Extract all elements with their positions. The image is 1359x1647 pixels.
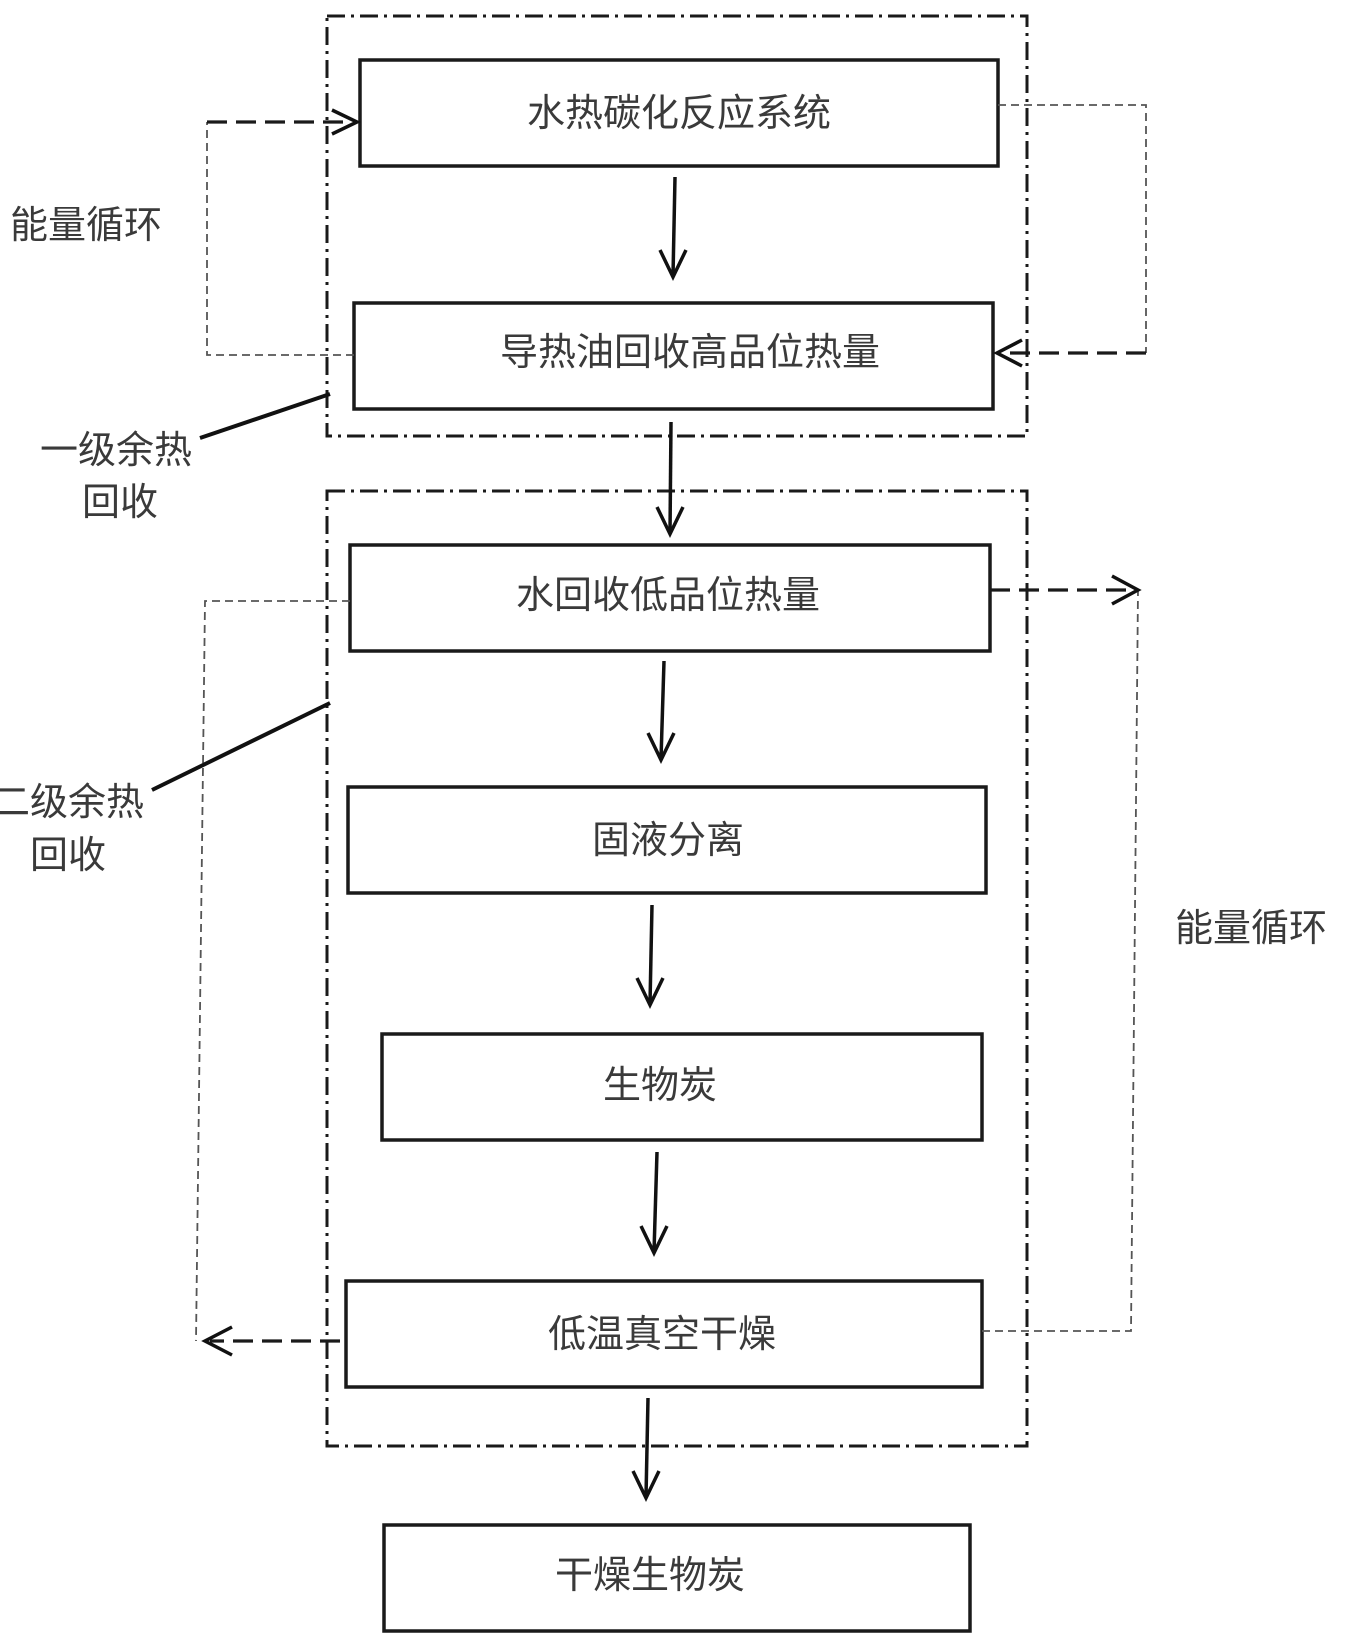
node-dried-biochar: 干燥生物炭	[382, 1523, 972, 1633]
node-separation: 固液分离	[346, 785, 988, 895]
energy-loop-left-top	[206, 108, 362, 356]
energy-loop-right-top	[993, 104, 1147, 368]
stage2-label-line2: 回收	[30, 833, 106, 877]
node-drying: 低温真空干燥	[344, 1279, 984, 1389]
flow-arrow-5	[639, 1151, 669, 1258]
energy-cycle-label-left: 能量循环	[10, 203, 162, 247]
node-hydrothermal: 水热碳化反应系统	[358, 58, 1000, 168]
flow-arrow-6	[631, 1397, 661, 1503]
node-separation-label: 固液分离	[592, 818, 744, 862]
node-hydrothermal-label: 水热碳化反应系统	[527, 91, 831, 135]
node-biochar: 生物炭	[380, 1032, 984, 1142]
energy-loop-left-bottom	[195, 600, 350, 1357]
flow-arrow-3	[646, 660, 676, 765]
flow-arrow-4	[635, 904, 665, 1010]
node-water-recovery-label: 水回收低品位热量	[516, 573, 820, 617]
node-dried-biochar-label: 干燥生物炭	[555, 1553, 745, 1597]
stage2-leader-line	[151, 701, 331, 792]
flow-arrow-2	[655, 421, 685, 539]
stage1-label-line2: 回收	[82, 480, 158, 524]
node-oil-recovery: 导热油回收高品位热量	[352, 301, 995, 411]
node-drying-label: 低温真空干燥	[548, 1312, 776, 1356]
stage2-label-line1: 二级余热	[0, 780, 144, 824]
node-biochar-label: 生物炭	[603, 1063, 717, 1107]
stage1-label-line1: 一级余热	[40, 428, 192, 472]
stage2-group-boundary	[325, 489, 1029, 1448]
flow-arrow-1	[658, 176, 688, 282]
stage1-leader-line	[199, 392, 331, 440]
energy-loop-right-bottom	[982, 574, 1142, 1332]
energy-cycle-label-right: 能量循环	[1175, 906, 1327, 950]
node-oil-recovery-label: 导热油回收高品位热量	[500, 330, 880, 374]
node-water-recovery: 水回收低品位热量	[348, 543, 992, 653]
stage1-group-boundary	[325, 14, 1029, 438]
